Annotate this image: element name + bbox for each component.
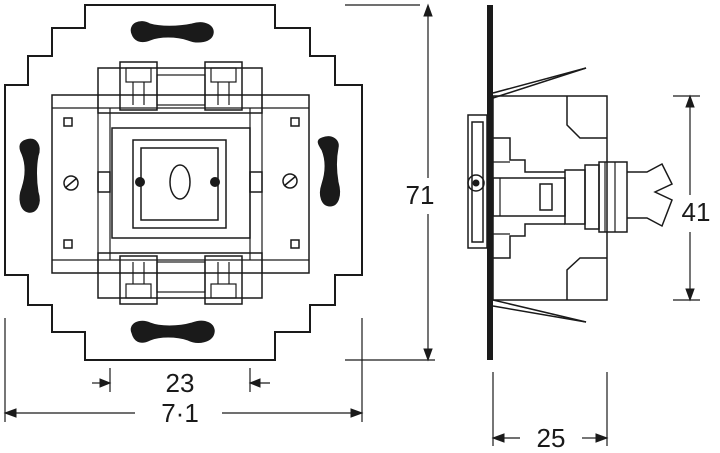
inner-frame [51, 94, 310, 274]
mounting-plate-outline [4, 4, 363, 361]
insert-body [492, 95, 608, 301]
front-dimensions: 71 23 7·1 [3, 3, 435, 428]
arrow-head [491, 433, 505, 443]
spring-clip [492, 67, 587, 99]
side-tab [97, 171, 111, 193]
arrow-head [423, 348, 433, 362]
switch-mechanism [111, 127, 251, 239]
overall-width-dimension-label: 7·1 [161, 398, 199, 428]
left-screw [63, 175, 79, 191]
top-mounting-slot [130, 21, 214, 43]
left-mounting-slot [19, 138, 40, 213]
bottom-mounting-slot [130, 320, 215, 343]
switch-shaft [492, 161, 674, 233]
spring-clip [492, 305, 587, 323]
arrow-head [685, 288, 695, 302]
side-plate [487, 5, 493, 360]
side-tab [249, 171, 263, 193]
corner-hole [290, 239, 300, 249]
corner-hole [63, 117, 73, 127]
arrow-head [3, 408, 17, 418]
side-view [467, 5, 674, 360]
side-height-dimension-label: 41 [682, 197, 711, 227]
inner-width-dimension-label: 23 [166, 368, 195, 398]
front-view [4, 4, 363, 361]
height-dimension-label: 71 [406, 180, 435, 210]
right-mounting-slot [317, 136, 341, 207]
rocker-actuator [467, 114, 488, 249]
corner-hole [290, 117, 300, 127]
spring-clip [492, 67, 587, 94]
corner-hole [63, 239, 73, 249]
right-screw [282, 173, 298, 189]
bottom-terminal-block [97, 252, 263, 305]
depth-dimension-label: 25 [537, 423, 566, 453]
arrow-head [595, 433, 609, 443]
side-dimensions: 41 25 [491, 94, 711, 453]
arrow-head [685, 94, 695, 108]
arrow-head [248, 378, 261, 388]
arrow-head [99, 378, 112, 388]
spring-clip [492, 299, 587, 323]
arrow-head [423, 3, 433, 17]
arrow-head [350, 408, 364, 418]
top-terminal-block [97, 61, 263, 114]
